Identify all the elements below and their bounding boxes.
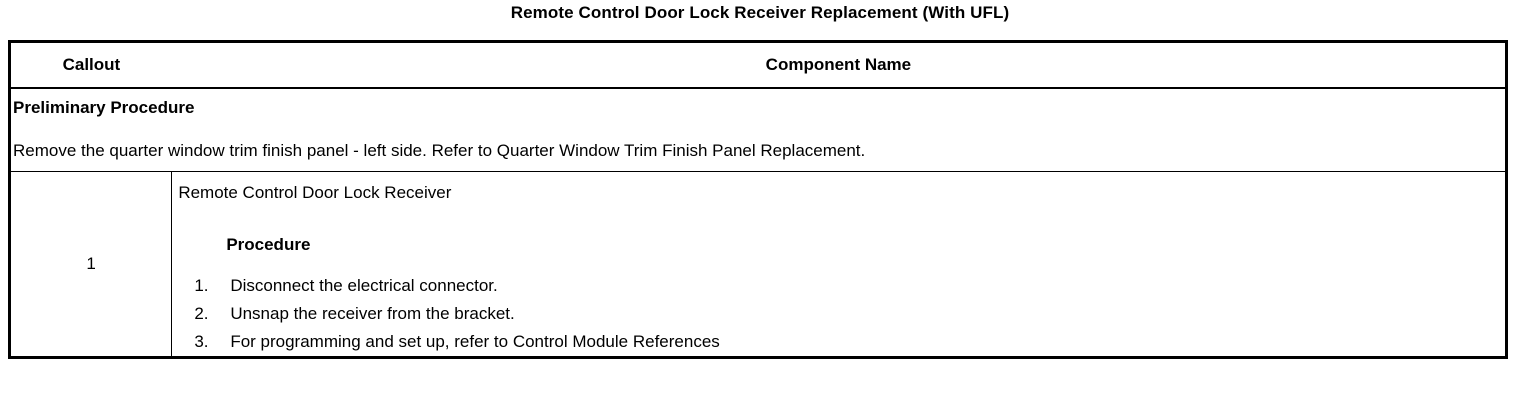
component-name-text: Remote Control Door Lock Receiver xyxy=(178,183,452,202)
step-number: 3. xyxy=(194,332,209,351)
step-text: Disconnect the electrical connector. xyxy=(230,276,498,295)
table-row: 1 Remote Control Door Lock Receiver Proc… xyxy=(9,171,1507,358)
page-title: Remote Control Door Lock Receiver Replac… xyxy=(510,3,1010,22)
table-header-row: Callout Component Name xyxy=(9,41,1507,89)
list-item: 2. Unsnap the receiver from the bracket. xyxy=(178,300,1505,328)
preliminary-procedure-row: Preliminary Procedure Remove the quarter… xyxy=(9,88,1507,172)
component-detail-cell: Remote Control Door Lock Receiver Proced… xyxy=(171,171,1507,358)
procedure-step-list: 1. Disconnect the electrical connector. … xyxy=(178,272,1505,356)
list-item: 1. Disconnect the electrical connector. xyxy=(178,272,1505,300)
column-header-callout: Callout xyxy=(9,41,172,89)
preliminary-procedure-cell: Preliminary Procedure Remove the quarter… xyxy=(9,88,1507,172)
step-text: Unsnap the receiver from the bracket. xyxy=(230,304,515,323)
procedure-table: Callout Component Name Preliminary Proce… xyxy=(8,40,1508,359)
list-item: 3. For programming and set up, refer to … xyxy=(178,328,1505,356)
callout-number: 1 xyxy=(9,171,173,358)
preliminary-procedure-text: Remove the quarter window trim finish pa… xyxy=(13,141,866,160)
column-header-component-name: Component Name xyxy=(171,41,1507,89)
preliminary-spacer xyxy=(13,121,1505,139)
procedure-heading: Procedure xyxy=(226,235,311,254)
step-text: For programming and set up, refer to Con… xyxy=(230,332,720,351)
step-number: 2. xyxy=(194,304,209,323)
preliminary-procedure-heading: Preliminary Procedure xyxy=(13,98,195,117)
step-number: 1. xyxy=(194,276,209,295)
